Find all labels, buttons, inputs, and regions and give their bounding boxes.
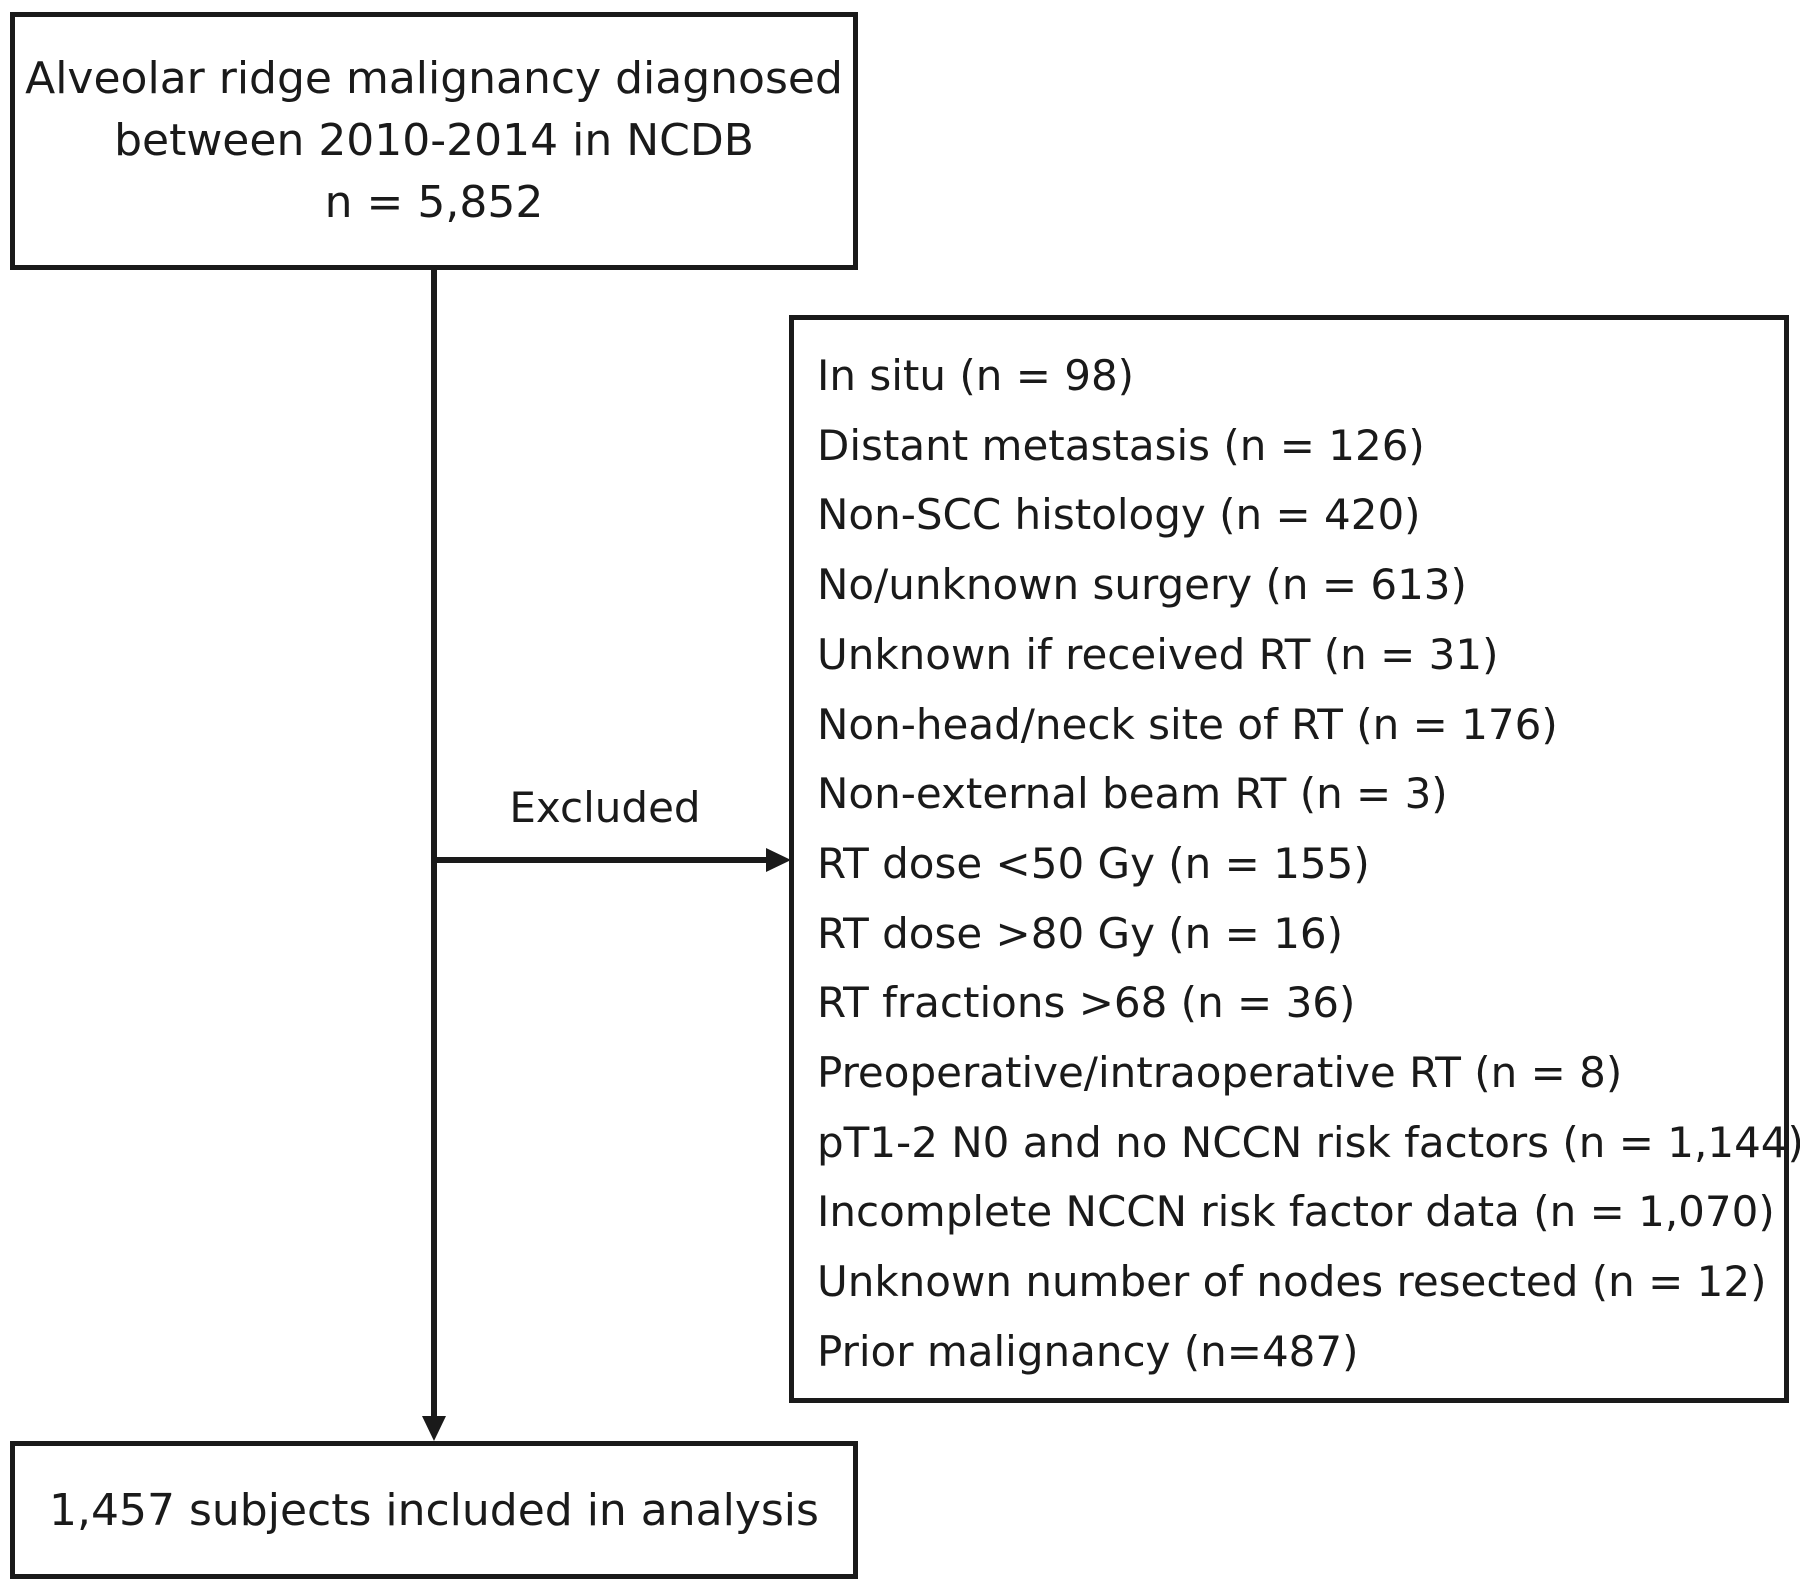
exclusion-item-rt-dose-high: RT dose >80 Gy (n = 16) <box>817 908 1344 958</box>
exclusion-item-incomplete-nccn: Incomplete NCCN risk factor data (n = 1,… <box>817 1187 1775 1237</box>
exclusion-item-rt-dose-low: RT dose <50 Gy (n = 155) <box>817 838 1370 888</box>
exclusion-item-in-situ: In situ (n = 98) <box>817 351 1135 400</box>
exclusion-item-non-external-beam-rt: Non-external beam RT (n = 3) <box>817 769 1448 819</box>
exclusion-criteria-box: In situ (n = 98) Distant metastasis (n =… <box>789 315 1800 1403</box>
exclusion-item-preoperative-rt: Preoperative/intraoperative RT (n = 8) <box>817 1048 1623 1098</box>
exclusion-item-unknown-rt: Unknown if received RT (n = 31) <box>817 629 1499 679</box>
exclusion-item-non-head-neck-rt: Non-head/neck site of RT (n = 176) <box>817 699 1558 749</box>
included-subjects-box: 1,457 subjects included in analysis <box>10 1441 858 1579</box>
exclusion-item-unknown-nodes: Unknown number of nodes resected (n = 12… <box>817 1257 1767 1307</box>
source-population-count: n = 5,852 <box>324 177 544 228</box>
source-population-line-2: between 2010-2014 in NCDB <box>114 115 754 166</box>
exclusion-item-non-scc-histology: Non-SCC histology (n = 420) <box>817 490 1421 540</box>
exclusion-item-prior-malignancy: Prior malignancy (n=487) <box>817 1326 1359 1376</box>
source-population-box: Alveolar ridge malignancy diagnosed betw… <box>10 12 858 270</box>
exclusion-branch-arrowhead <box>766 848 791 872</box>
exclusion-item-pt1-2-n0: pT1-2 N0 and no NCCN risk factors (n = 1… <box>817 1117 1800 1167</box>
main-flow-arrowhead <box>422 1416 446 1441</box>
included-subjects-text: 1,457 subjects included in analysis <box>49 1484 819 1536</box>
exclusion-item-distant-metastasis: Distant metastasis (n = 126) <box>817 420 1425 470</box>
exclusion-item-rt-fractions: RT fractions >68 (n = 36) <box>817 978 1356 1028</box>
excluded-label: Excluded <box>509 783 701 832</box>
source-population-line-1: Alveolar ridge malignancy diagnosed <box>25 53 843 104</box>
exclusion-item-no-unknown-surgery: No/unknown surgery (n = 613) <box>817 560 1467 610</box>
exclusion-criteria-list: In situ (n = 98) Distant metastasis (n =… <box>817 341 1800 1387</box>
